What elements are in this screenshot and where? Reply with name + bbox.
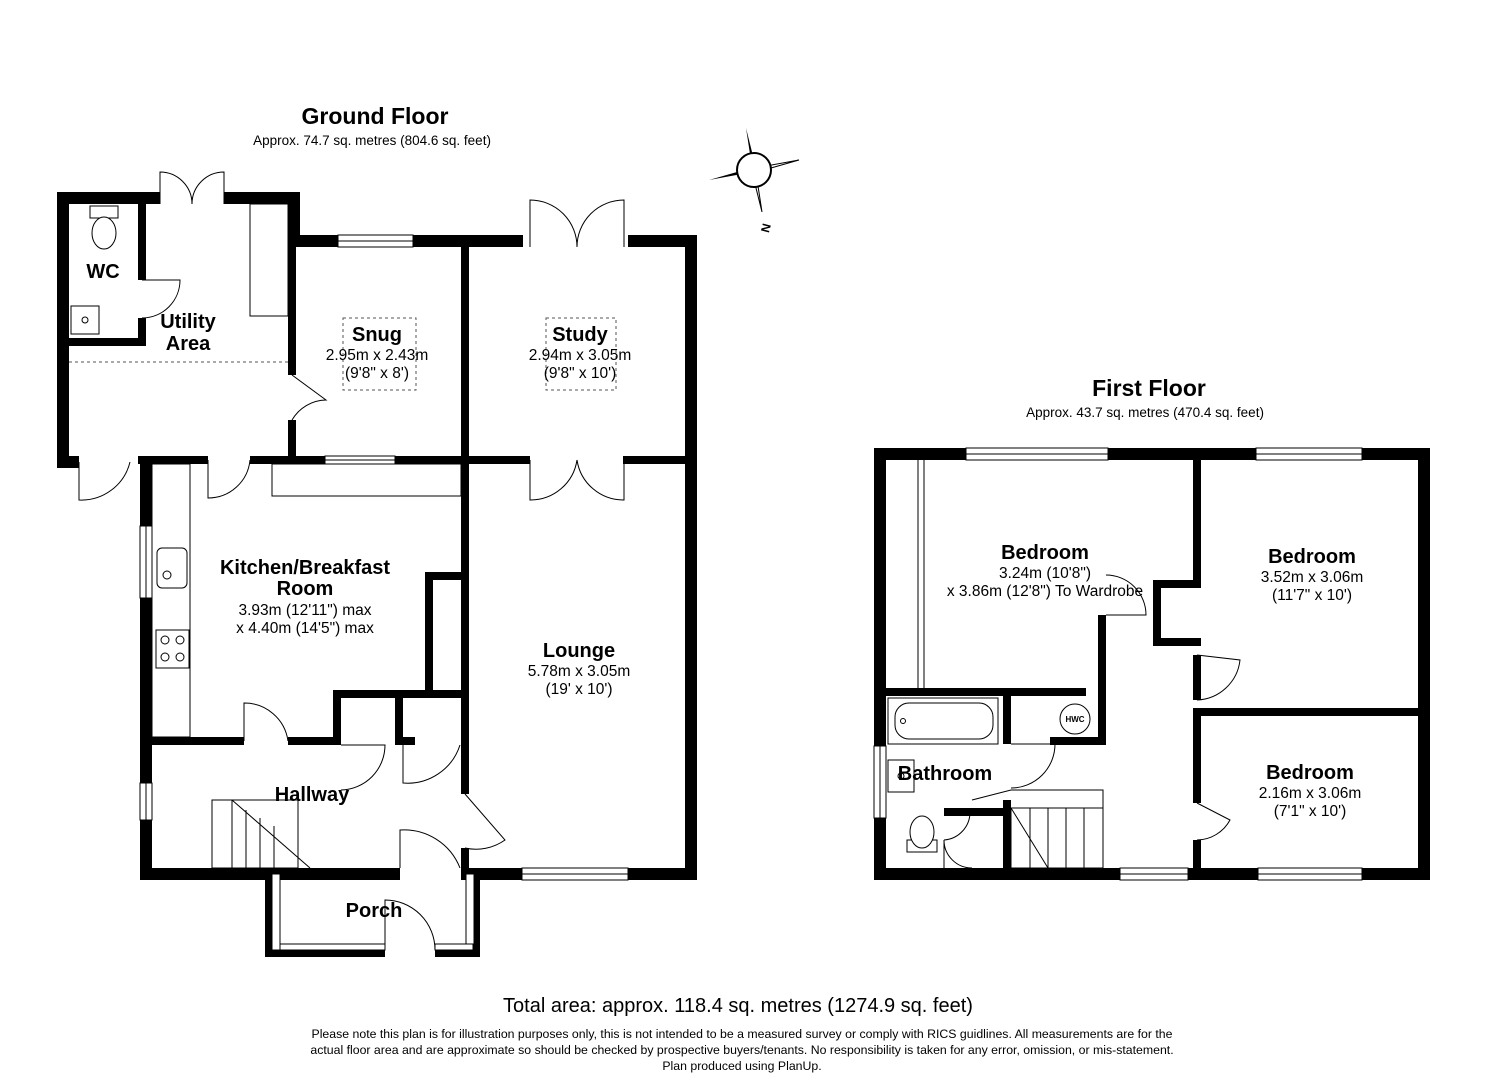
bedroom-1-dimensions: 3.24m (10'8"): [999, 565, 1091, 582]
ground-floor-title: Ground Floor: [302, 103, 449, 129]
kitchen-dimensions-2: x 4.40m (14'5") max: [236, 620, 374, 637]
bedroom-2-dimensions: 3.52m x 3.06m: [1261, 569, 1364, 586]
room-label-utility: Utility: [160, 311, 216, 333]
study-dimensions: 2.94m x 3.05m: [529, 347, 632, 364]
ground-floor-labels: WC Utility Area Snug 2.95m x 2.43m (9'8"…: [86, 261, 631, 922]
room-label-bedroom-2: Bedroom: [1268, 546, 1356, 568]
room-label-kitchen-room: Room: [277, 578, 334, 600]
study-dimensions-imperial: (9'8" x 10'): [544, 365, 617, 382]
first-floor-labels: Bedroom 3.24m (10'8") x 3.86m (12'8") To…: [898, 542, 1363, 820]
room-label-utility-area: Area: [166, 333, 211, 355]
first-floor-area: Approx. 43.7 sq. metres (470.4 sq. feet): [1026, 405, 1264, 420]
disclaimer-line-3: Plan produced using PlanUp.: [662, 1059, 821, 1073]
kitchen-dimensions: 3.93m (12'11") max: [238, 602, 371, 619]
first-floor-title: First Floor: [1092, 375, 1206, 401]
room-label-hallway: Hallway: [275, 784, 350, 806]
room-label-bedroom-3: Bedroom: [1266, 762, 1354, 784]
lounge-dimensions-imperial: (19' x 10'): [545, 681, 612, 698]
room-label-bedroom-1: Bedroom: [1001, 542, 1089, 564]
snug-dimensions-imperial: (9'8" x 8'): [345, 365, 409, 382]
compass-north-label: N: [758, 222, 774, 234]
lounge-dimensions: 5.78m x 3.05m: [528, 663, 631, 680]
room-label-lounge: Lounge: [543, 640, 615, 662]
room-label-bathroom: Bathroom: [898, 763, 992, 785]
room-label-wc: WC: [86, 261, 119, 283]
first-floor-walls: [874, 448, 1430, 880]
bedroom-1-dimensions-2: x 3.86m (12'8") To Wardrobe: [947, 583, 1143, 600]
disclaimer-line-1: Please note this plan is for illustratio…: [312, 1027, 1173, 1041]
bedroom-3-dimensions: 2.16m x 3.06m: [1259, 785, 1362, 802]
disclaimer-line-2: actual floor area and are approximate so…: [310, 1043, 1173, 1057]
first-floor-windows: [873, 447, 1363, 881]
snug-dimensions: 2.95m x 2.43m: [326, 347, 429, 364]
ground-floor-walls: [57, 192, 697, 957]
ground-floor-doors: [78, 171, 625, 951]
room-label-hwc: HWC: [1065, 715, 1084, 724]
first-floor-fixtures: [887, 697, 1104, 869]
ground-floor-fixtures: [69, 203, 617, 869]
total-area: Total area: approx. 118.4 sq. metres (12…: [503, 995, 973, 1017]
bedroom-3-dimensions-imperial: (7'1" x 10'): [1274, 803, 1347, 820]
room-label-study: Study: [552, 324, 608, 346]
compass-icon: N: [709, 128, 800, 234]
room-label-kitchen: Kitchen/Breakfast: [220, 557, 390, 579]
ground-floor-windows: [139, 234, 629, 951]
bedroom-2-dimensions-imperial: (11'7" x 10'): [1272, 587, 1352, 604]
room-label-snug: Snug: [352, 324, 402, 346]
first-floor-doors: [917, 460, 1241, 869]
ground-floor-area: Approx. 74.7 sq. metres (804.6 sq. feet): [253, 133, 491, 148]
room-label-porch: Porch: [346, 900, 403, 922]
